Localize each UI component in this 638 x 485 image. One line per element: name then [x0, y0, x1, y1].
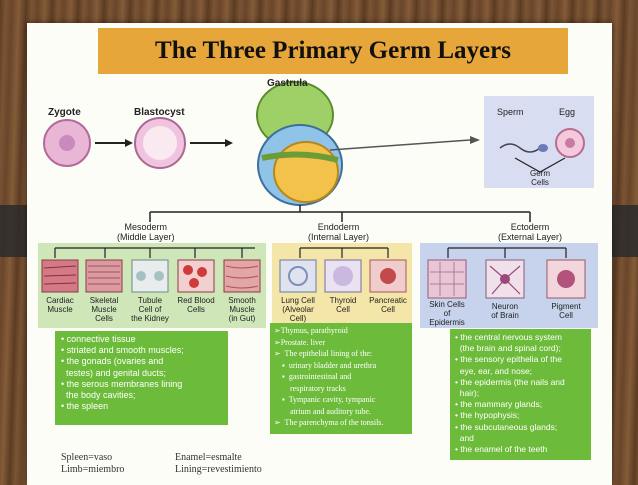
list-item: • the mammary glands; [455, 399, 543, 410]
endoderm-derivatives-box: ➢Thymus, parathyroid ➢Prostate. liver ➢ … [270, 323, 412, 434]
list-item: ▪ urinary bladder and urethra [282, 360, 377, 370]
list-item: respiratory tracks [282, 383, 346, 393]
cell-caption: Neuron of Brain [491, 302, 519, 320]
cell-caption: Tubule Cell of the Kidney [131, 296, 169, 323]
list-item: • the epidermis (the nails and [455, 376, 565, 387]
endoderm-label: Endoderm (Internal Layer) [308, 222, 370, 242]
glossary-item: Spleen=vaso [61, 452, 113, 463]
list-item: • the sensory epithelia of the [455, 354, 562, 365]
list-item: ▪ gastrointestinal and [282, 372, 352, 381]
cell-caption: Smooth Muscle (in Gut) [228, 296, 256, 323]
glossary-left: Spleen=vaso Limb=miembro [61, 452, 124, 476]
page-title: The Three Primary Germ Layers [155, 37, 511, 64]
list-item: ▪ Tympanic cavity, tympanic [282, 395, 376, 404]
list-item: • the subcutaneous glands; [455, 421, 558, 432]
list-item: • the spleen [61, 401, 109, 412]
list-item: • striated and smooth muscles; [61, 345, 184, 356]
sperm-tail [499, 143, 541, 153]
ectoderm-label: Ectoderm (External Layer) [498, 222, 563, 242]
zygote-label: Zygote [48, 107, 81, 118]
list-item: • the hypophysis; [455, 410, 520, 421]
mesoderm-derivatives-box: • connective tissue • striated and smoot… [55, 331, 228, 425]
gastrula-yolk [273, 141, 339, 203]
glossary-item: Enamel=esmalte [175, 452, 242, 463]
list-item: • the enamel of the teeth [455, 444, 548, 455]
list-item: • the gonads (ovaries and [61, 356, 164, 367]
germ-cells-label: Germ Cells [530, 169, 550, 187]
mesoderm-label: Mesoderm (Middle Layer) [117, 222, 175, 242]
ectoderm-derivatives-box: • the central nervous system (the brain … [450, 329, 591, 460]
list-item: ➢Thymus, parathyroid [274, 326, 348, 335]
lung-cell-tile [279, 259, 317, 293]
gastrula-label: Gastrula [267, 78, 308, 89]
list-item: (the brain and spinal cord); [455, 343, 561, 354]
list-item: eye, ear, and nose; [455, 365, 533, 376]
list-item: ➢ The parenchyma of the tonsils. [274, 418, 384, 427]
cell-caption: Pancreatic Cell [369, 296, 407, 314]
blastocyst-label: Blastocyst [134, 107, 185, 118]
list-item: • the central nervous system [455, 332, 562, 342]
cell-caption: Skeletal Muscle Cells [89, 296, 119, 323]
skin-cells-tile [427, 259, 467, 299]
list-item: and [455, 432, 474, 443]
list-item: hair); [455, 388, 480, 399]
egg-label: Egg [559, 107, 576, 117]
glossary-item: Lining=revestimiento [175, 464, 262, 475]
list-item: testes) and genital ducts; [61, 367, 167, 378]
title-bar: The Three Primary Germ Layers [98, 28, 568, 74]
cell-caption: Red Blood Cells [177, 296, 215, 314]
list-item: the body cavities; [61, 390, 136, 401]
sperm-icon [538, 144, 548, 152]
cell-caption: Cardiac Muscle [46, 296, 74, 314]
zygote-nucleus [59, 135, 75, 151]
list-item: • the serous membranes lining [61, 378, 183, 389]
list-item: ➢ The epithelial lining of the: [274, 349, 373, 358]
glossary-right: Enamel=esmalte Lining=revestimiento [175, 452, 262, 476]
cell-caption: Skin Cells of Epidermis [429, 300, 465, 327]
list-item: • connective tissue [61, 334, 136, 344]
skeletal-muscle-tile [85, 259, 123, 293]
blastocyst-cavity [143, 126, 177, 160]
cell-caption: Thyroid Cell [329, 296, 357, 314]
sperm-label: Sperm [497, 107, 524, 117]
cell-caption: Pigment Cell [551, 302, 581, 320]
list-item: ➢Prostate. liver [274, 337, 326, 347]
glossary-item: Limb=miembro [61, 464, 125, 475]
list-item: atrium and auditory tube. [282, 406, 371, 416]
cell-caption: Lung Cell (Alveolar Cell) [281, 296, 315, 323]
